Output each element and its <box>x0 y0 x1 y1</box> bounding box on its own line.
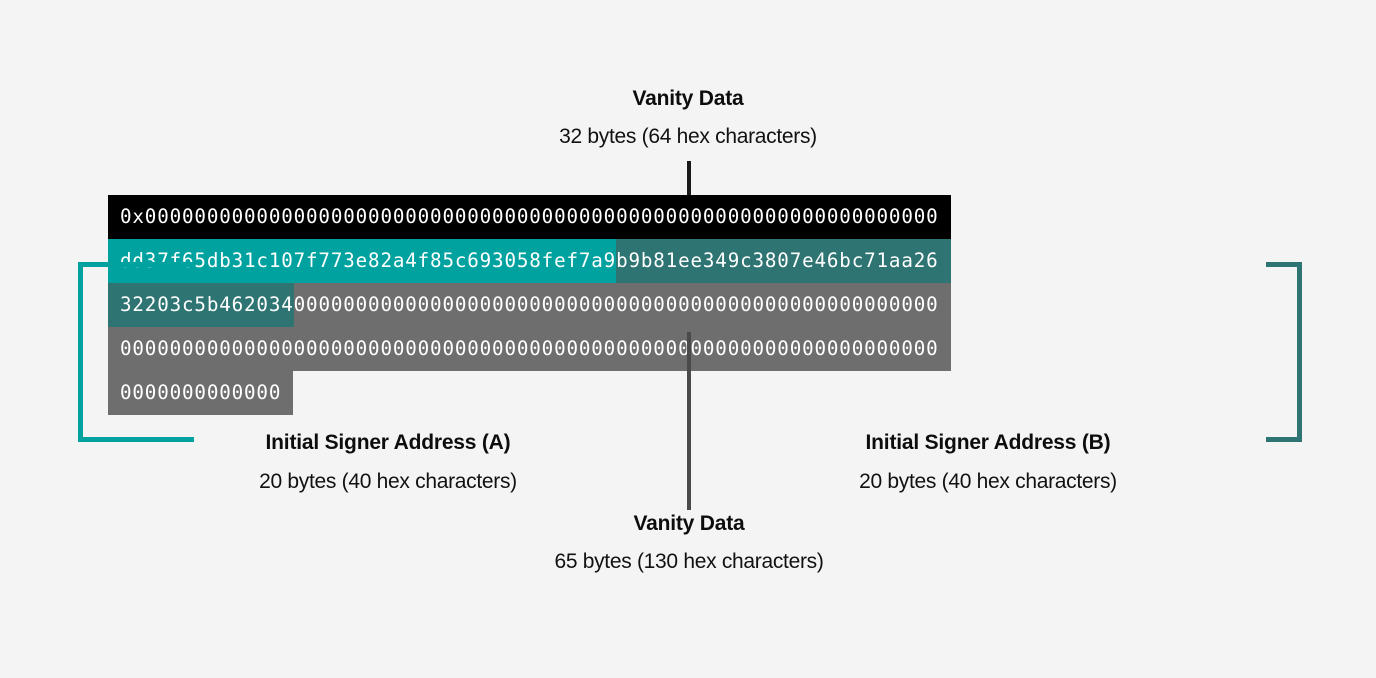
hex-row: 0000000000000 <box>108 371 294 415</box>
bracket-signer-a <box>78 262 194 442</box>
bottom-callout: Vanity Data 65 bytes (130 hex characters… <box>439 513 939 572</box>
left-bracket-label: Initial Signer Address (A) 20 bytes (40 … <box>190 432 586 492</box>
hex-segment-signer-b-part2: 32203c5b462034 <box>108 283 294 327</box>
hex-row: 32203c5b462034 0000000000000000000000000… <box>108 283 951 327</box>
top-connector-line <box>687 161 691 197</box>
hex-row: 0x00000000000000000000000000000000000000… <box>108 195 951 239</box>
top-callout-title: Vanity Data <box>632 87 744 110</box>
right-bracket-label: Initial Signer Address (B) 20 bytes (40 … <box>790 432 1186 492</box>
bottom-callout-title: Vanity Data <box>633 512 745 535</box>
hex-data-block: 0x00000000000000000000000000000000000000… <box>108 195 1268 415</box>
hex-row: dd37f65db31c107f773e82a4f85c693058fef7a9… <box>108 239 951 283</box>
right-bracket-subtitle: 20 bytes (40 hex characters) <box>859 470 1117 493</box>
hex-segment-vanity65-part1: 0000000000000000000000000000000000000000… <box>293 283 951 327</box>
hex-row: 0000000000000000000000000000000000000000… <box>108 327 951 371</box>
hex-segment-vanity65-part3: 0000000000000 <box>108 371 294 415</box>
top-callout: Vanity Data 32 bytes (64 hex characters) <box>438 88 938 147</box>
hex-segment-vanity65-part2: 0000000000000000000000000000000000000000… <box>108 327 951 371</box>
hex-segment-signer-b-part1: b9b81ee349c3807e46bc71aa26 <box>616 239 951 283</box>
top-callout-subtitle: 32 bytes (64 hex characters) <box>559 125 817 148</box>
bottom-callout-subtitle: 65 bytes (130 hex characters) <box>554 550 824 573</box>
right-bracket-title: Initial Signer Address (B) <box>865 431 1111 454</box>
bracket-signer-b <box>1266 262 1302 442</box>
left-bracket-title: Initial Signer Address (A) <box>265 431 511 454</box>
left-bracket-subtitle: 20 bytes (40 hex characters) <box>259 470 517 493</box>
hex-segment-signer-a: dd37f65db31c107f773e82a4f85c693058fef7a9 <box>108 239 617 283</box>
bottom-connector-line <box>687 332 691 510</box>
hex-segment-vanity32: 0x00000000000000000000000000000000000000… <box>108 195 951 239</box>
